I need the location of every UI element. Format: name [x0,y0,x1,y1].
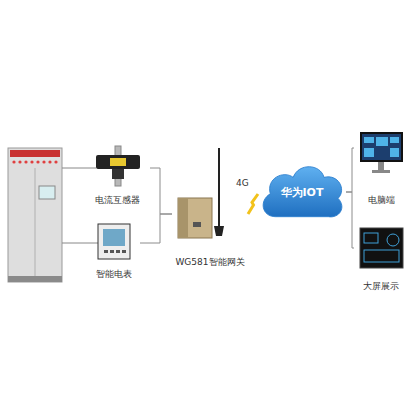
cloud-outline [263,167,342,217]
connector-line [150,168,172,214]
wire [62,243,98,244]
cabinet-body [8,148,62,282]
connector-line [346,192,354,248]
cloud-node: 华为IOT [258,160,346,224]
monitor-foot [372,170,390,173]
screen-widgets [364,233,399,262]
wireless-bolt [248,194,258,214]
node-label: 智能电表 [96,269,132,280]
monitor-frame [360,132,403,162]
node-label: 电流互感器 [95,195,140,206]
transformer-body [96,155,140,169]
node-label: 电脑端 [368,195,395,206]
indicator-lights [12,160,57,163]
device-node: 电脑端 [354,128,408,206]
connector-line [346,148,354,192]
cabinet-base [8,276,62,282]
node-label: 大屏展示 [363,281,399,292]
gateway-port [193,222,201,227]
edge-label: 4G [236,178,249,188]
device-node: 电流互感器 [84,146,150,206]
device-node: WG581智能网关 [172,142,248,268]
node-label: 华为IOT [281,187,324,198]
antenna [218,148,220,226]
device-node: 智能电表 [88,222,140,280]
cabinet-display [39,186,55,199]
device-node: 大屏展示 [354,224,408,292]
meter-buttons [104,250,126,253]
cabinet-band [10,150,60,157]
transformer-label [110,158,126,166]
connector-line [140,214,172,243]
monitor-stand [378,162,384,170]
node-label: WG581智能网关 [175,257,244,268]
big-screen [360,228,403,268]
meter-body [98,224,130,259]
door-seam [35,168,36,276]
monitor-screen [362,134,401,160]
transformer-terminal [112,169,124,179]
gateway-body [178,198,212,238]
antenna-base [214,226,224,236]
wire [62,168,96,169]
meter-screen [103,229,125,246]
gateway-side [178,198,188,238]
dashboard-widgets [364,137,399,157]
